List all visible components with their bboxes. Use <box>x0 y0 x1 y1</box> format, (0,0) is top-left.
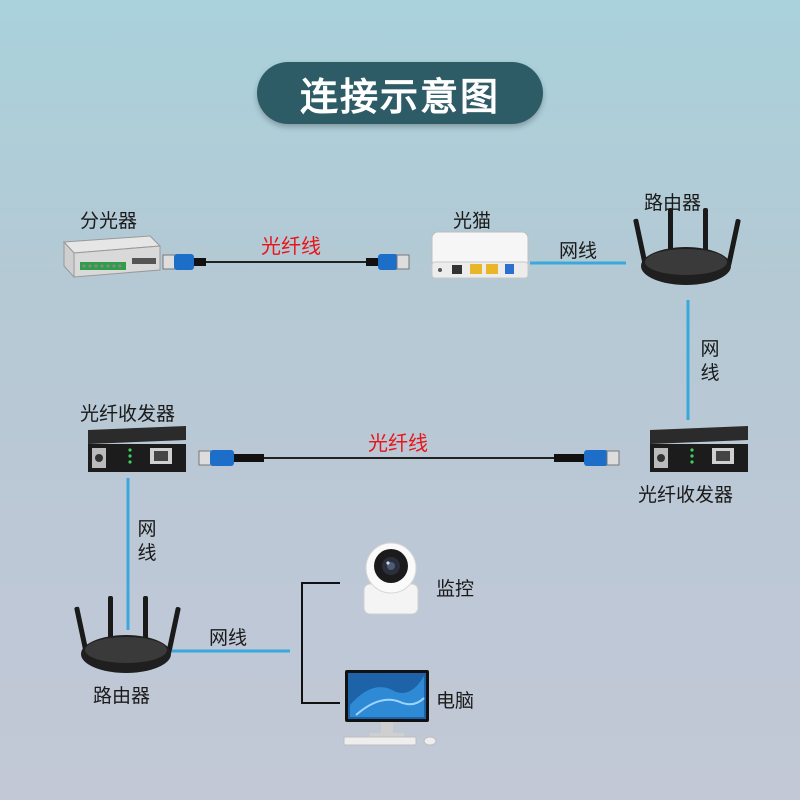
title-banner: 连接示意图 <box>257 62 543 124</box>
router-bottom-device <box>74 596 181 673</box>
computer-device <box>343 670 437 746</box>
transceiver-right-label: 光纤收发器 <box>638 484 734 506</box>
camera-device <box>363 542 419 615</box>
splitter-device <box>62 235 162 279</box>
onu-device <box>431 231 529 279</box>
onu-label: 光猫 <box>453 210 492 232</box>
fiber-middle-label: 光纤线 <box>368 431 428 455</box>
fiber-connector-left-top <box>162 254 206 270</box>
camera-label: 监控 <box>436 578 475 600</box>
transceiver-left-label: 光纤收发器 <box>80 403 176 425</box>
network-cables <box>126 261 690 653</box>
transceiver-left-device <box>88 426 186 472</box>
fiber-connector-right-top <box>366 254 410 270</box>
router-top-device <box>633 208 741 285</box>
fiber-connector-right-middle <box>554 450 620 466</box>
router-bottom-label: 路由器 <box>93 685 151 707</box>
cable-onu-router-label: 网线 <box>559 240 598 262</box>
cable-router-vertical-label: 网线 <box>700 338 720 384</box>
branch-bracket <box>301 582 340 704</box>
fiber-connector-left-middle <box>198 450 264 466</box>
cable-router-switch-label: 网线 <box>209 627 248 649</box>
fiber-cables <box>205 261 556 459</box>
computer-label: 电脑 <box>436 690 475 712</box>
cable-left-vertical-label: 网线 <box>137 518 157 564</box>
router-top-label: 路由器 <box>644 192 702 214</box>
diagram-title: 连接示意图 <box>299 74 500 119</box>
splitter-label: 分光器 <box>80 210 138 232</box>
transceiver-right-device <box>650 426 748 472</box>
fiber-top-label: 光纤线 <box>261 234 321 258</box>
